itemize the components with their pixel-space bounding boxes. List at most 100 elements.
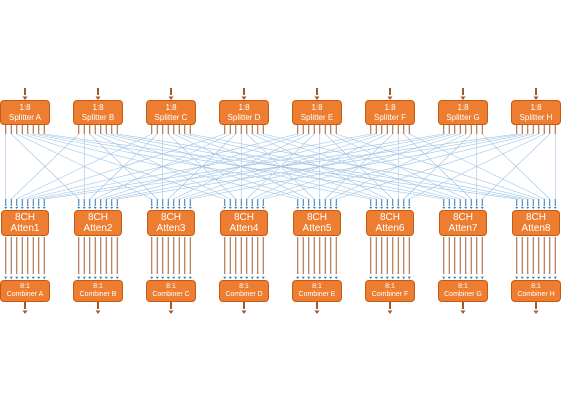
atten-channels: 8CH	[87, 211, 108, 223]
atten-channels: 8CH	[160, 211, 181, 223]
atten-input-arrow	[296, 206, 300, 209]
atten-input-arrow	[323, 206, 327, 209]
combiner-input-arrow	[442, 276, 446, 279]
combiner-input-arrow	[104, 276, 108, 279]
atten-label: Atten2	[83, 223, 113, 234]
atten-input-arrow	[369, 206, 373, 209]
atten-input-arrow	[526, 206, 530, 209]
splitter-label: Splitter G	[446, 112, 480, 122]
atten-input-arrow	[93, 206, 97, 209]
combiner-input-arrow	[99, 276, 103, 279]
combiner-input-arrow	[542, 276, 546, 279]
combiner-c: 8:1 Combiner C	[146, 280, 196, 302]
combiner-input-arrow	[318, 276, 322, 279]
atten-input-arrow	[234, 206, 238, 209]
splitter-ratio: 1:8	[311, 103, 323, 113]
atten-input-arrow	[37, 206, 41, 209]
splitter-ratio: 1:8	[165, 103, 177, 113]
combiner-input-arrow	[166, 276, 170, 279]
combiner-e: 8:1 Combiner E	[292, 280, 342, 302]
combiner-input-arrow	[407, 276, 411, 279]
splitter-label: Splitter F	[373, 112, 406, 122]
combiner-input-arrow	[161, 276, 165, 279]
atten-input-arrow	[385, 206, 389, 209]
combiner-input-arrow	[172, 276, 176, 279]
atten-input-arrow	[88, 206, 92, 209]
splitter-a: 1:8 Splitter A	[0, 100, 50, 125]
attenuator-3: 8CH Atten3	[147, 210, 195, 236]
combiner-input-arrow	[234, 276, 238, 279]
atten-channels: 8CH	[525, 211, 546, 223]
combiner-input-arrow	[464, 276, 468, 279]
atten-input-arrow	[250, 206, 254, 209]
atten-input-arrow	[475, 206, 479, 209]
input-feed-arrowhead	[387, 96, 393, 100]
atten-input-arrow	[99, 206, 103, 209]
splitter-label: Splitter D	[227, 112, 261, 122]
atten-input-arrow	[453, 206, 457, 209]
splitter-label: Splitter C	[154, 112, 188, 122]
input-feed-arrowhead	[22, 96, 28, 100]
splitter-g: 1:8 Splitter G	[438, 100, 488, 125]
splitter-ratio: 1:8	[19, 103, 31, 113]
input-feed-arrowhead	[460, 96, 466, 100]
splitter-e: 1:8 Splitter E	[292, 100, 342, 125]
combiner-label: Combiner B	[79, 291, 117, 298]
input-feed-arrowhead	[314, 96, 320, 100]
input-feed-arrowhead	[168, 96, 174, 100]
atten-label: Atten7	[448, 223, 478, 234]
atten-input-arrow	[537, 206, 541, 209]
combiner-input-arrow	[188, 276, 192, 279]
atten-input-arrow	[228, 206, 232, 209]
input-feed-arrowhead	[95, 96, 101, 100]
combiner-input-arrow	[480, 276, 484, 279]
atten-input-arrow	[150, 206, 154, 209]
combiner-input-arrow	[261, 276, 265, 279]
mesh-wire	[117, 133, 523, 200]
splitter-label: Splitter B	[81, 112, 115, 122]
input-feed-arrowhead	[241, 96, 247, 100]
combiner-f: 8:1 Combiner F	[365, 280, 415, 302]
combiner-input-arrow	[447, 276, 451, 279]
mesh-wire	[33, 133, 371, 200]
atten-input-arrow	[515, 206, 519, 209]
combiner-label: Combiner G	[444, 291, 482, 298]
atten-input-arrow	[4, 206, 8, 209]
atten-input-arrow	[301, 206, 305, 209]
atten-input-arrow	[542, 206, 546, 209]
mesh-wire	[11, 133, 79, 200]
combiner-input-arrow	[82, 276, 86, 279]
combiner-label: Combiner A	[6, 291, 44, 298]
mesh-wire	[190, 133, 528, 200]
combiner-input-arrow	[402, 276, 406, 279]
combiner-ratio: 8:1	[239, 282, 249, 290]
combiner-input-arrow	[77, 276, 81, 279]
combiner-input-arrow	[553, 276, 557, 279]
combiner-ratio: 8:1	[166, 282, 176, 290]
combiner-input-arrow	[239, 276, 243, 279]
combiner-input-arrow	[223, 276, 227, 279]
atten-channels: 8CH	[306, 211, 327, 223]
combiner-h: 8:1 Combiner H	[511, 280, 561, 302]
combiner-input-arrow	[110, 276, 114, 279]
combiner-input-arrow	[9, 276, 13, 279]
combiner-input-arrow	[183, 276, 187, 279]
atten-input-arrow	[442, 206, 446, 209]
atten-input-arrow	[447, 206, 451, 209]
combiner-g: 8:1 Combiner G	[438, 280, 488, 302]
atten-input-arrow	[480, 206, 484, 209]
atten-input-arrow	[26, 206, 30, 209]
atten-input-arrow	[9, 206, 13, 209]
combiner-input-arrow	[26, 276, 30, 279]
combiner-input-arrow	[37, 276, 41, 279]
combiner-input-arrow	[475, 276, 479, 279]
splitter-h: 1:8 Splitter H	[511, 100, 561, 125]
splitter-ratio: 1:8	[238, 103, 250, 113]
atten-label: Atten6	[375, 223, 405, 234]
atten-input-arrow	[77, 206, 81, 209]
combiner-ratio: 8:1	[531, 282, 541, 290]
combiner-input-arrow	[155, 276, 159, 279]
atten-input-arrow	[161, 206, 165, 209]
combiner-input-arrow	[88, 276, 92, 279]
